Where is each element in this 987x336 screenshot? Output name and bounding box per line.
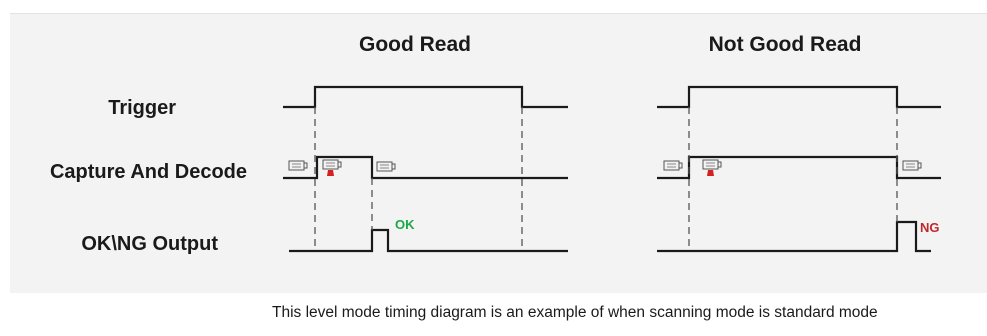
ng-output-waveform bbox=[657, 220, 931, 253]
label-ok-ng-output: OK\NG Output bbox=[81, 233, 218, 255]
camera-icon bbox=[663, 160, 683, 171]
camera-icon bbox=[902, 160, 922, 171]
status-ok-label: OK bbox=[395, 217, 415, 232]
good-read-signals: OK bbox=[283, 85, 568, 253]
diagram-panel bbox=[10, 13, 987, 293]
not-good-read-signals: NG bbox=[657, 85, 941, 253]
camera-icon bbox=[376, 161, 396, 172]
camera-icon bbox=[288, 160, 308, 171]
ng-trigger-waveform bbox=[657, 85, 941, 109]
camera-laser-icon bbox=[703, 160, 721, 176]
camera-laser-icon bbox=[323, 160, 341, 176]
ng-capture-waveform bbox=[657, 155, 941, 180]
label-trigger: Trigger bbox=[108, 97, 176, 119]
status-ng-label: NG bbox=[920, 220, 940, 235]
good-trigger-waveform bbox=[283, 85, 568, 109]
title-good-read: Good Read bbox=[358, 33, 471, 56]
good-capture-waveform bbox=[283, 155, 568, 180]
good-output-waveform bbox=[289, 228, 568, 253]
label-capture-and-decode: Capture And Decode bbox=[49, 161, 247, 183]
title-not-good-read: Not Good Read bbox=[708, 33, 862, 56]
diagram-caption: This level mode timing diagram is an exa… bbox=[272, 304, 878, 321]
